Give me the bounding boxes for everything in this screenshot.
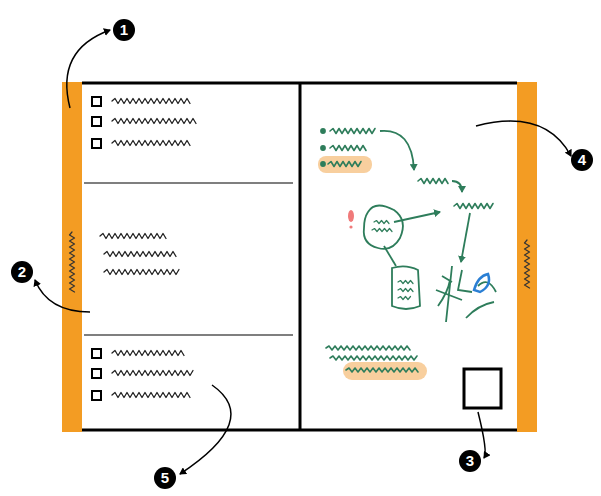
callout-arrow — [35, 30, 571, 474]
exclamation-mark — [348, 210, 354, 229]
scribble-line — [112, 393, 190, 398]
scribble-line — [326, 346, 410, 350]
callout-number: 5 — [154, 467, 176, 489]
scribble-text — [70, 99, 530, 398]
scribble-line — [330, 146, 366, 151]
page-divider — [299, 83, 302, 430]
scribble-line — [112, 99, 190, 104]
scribble-line — [398, 281, 413, 284]
callout-number: 2 — [11, 261, 33, 283]
scribble-line — [454, 204, 493, 209]
callout-number: 3 — [459, 450, 481, 472]
scribble-line — [372, 229, 392, 232]
scribble-line — [104, 270, 179, 275]
scribble-line — [328, 162, 361, 167]
section-line — [84, 182, 293, 184]
callout-number: 4 — [571, 149, 593, 171]
callout-number: 1 — [113, 19, 135, 41]
scribble-line — [374, 221, 389, 224]
scribble-line — [398, 289, 413, 292]
checkbox-group — [92, 97, 101, 400]
scribble-line — [346, 368, 418, 372]
scribble-line — [112, 119, 196, 124]
side-bar — [62, 82, 82, 432]
square-box — [464, 369, 501, 408]
scribble-line — [525, 240, 530, 288]
scribble-line — [70, 232, 75, 292]
section-line — [84, 334, 293, 336]
scribble-line — [100, 234, 166, 239]
scribble-line — [418, 179, 448, 184]
scribble-line — [330, 356, 417, 360]
scribble-line — [112, 351, 184, 356]
highlight — [318, 156, 372, 173]
mind-map — [321, 129, 496, 322]
scribble-line — [104, 252, 176, 257]
scribble-line — [398, 297, 411, 300]
scribble-line — [112, 141, 190, 146]
scribble-line — [112, 371, 193, 376]
side-bar — [517, 82, 537, 432]
highlight — [343, 362, 427, 380]
scribble-line — [330, 129, 375, 134]
